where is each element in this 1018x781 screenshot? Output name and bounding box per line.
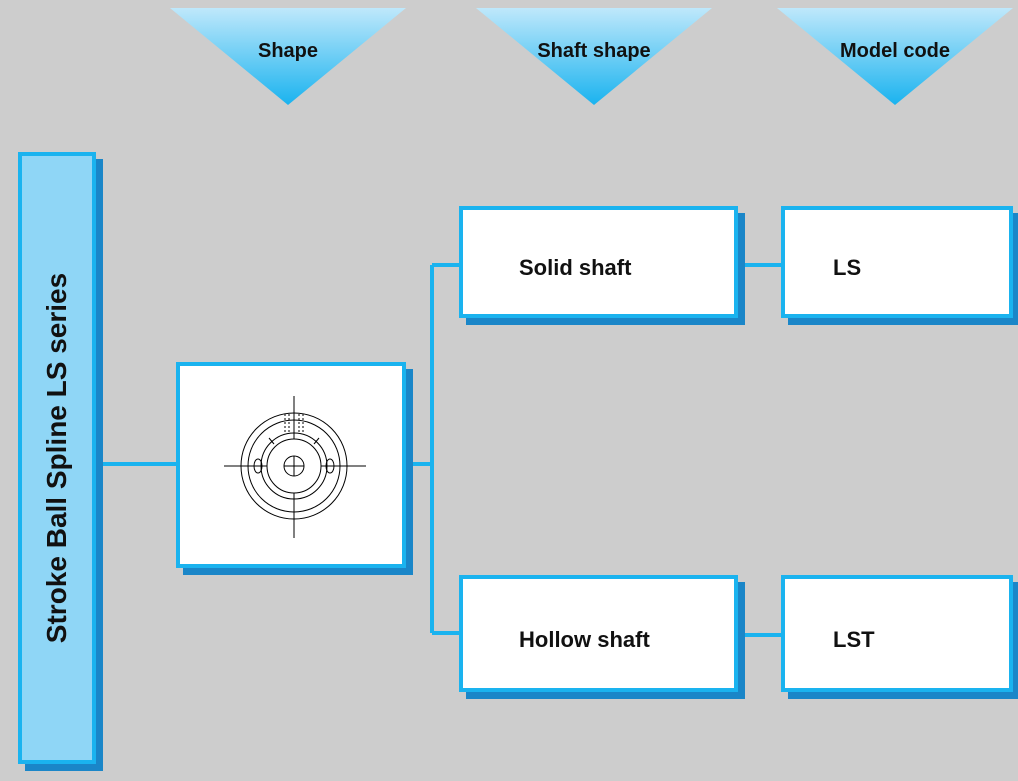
header-shaft-shape-triangle [476,8,712,105]
series-box: Stroke Ball Spline LS series [18,152,96,764]
shaft-option-hollow: Hollow shaft [459,575,738,692]
model-code-ls-label: LS [833,255,862,280]
model-code-lst: LST [781,575,1013,692]
header-shaft-shape: Shaft shape [476,8,712,108]
header-shaft-shape-label: Shaft shape [537,40,651,62]
model-code-ls: LS [781,206,1013,318]
shaft-option-solid-label: Solid shaft [519,255,632,280]
header-model-code-label: Model code [839,40,950,62]
header-model-code-triangle [777,8,1013,105]
header-model-code: Model code [777,8,1013,108]
series-title: Stroke Ball Spline LS series [41,272,72,644]
header-shape-label: Shape [257,40,319,62]
header-shape-triangle [170,8,406,105]
header-shape: Shape [170,8,406,108]
shaft-cross-section-icon [224,396,366,538]
shape-box [176,362,406,568]
shaft-option-hollow-label: Hollow shaft [519,627,650,652]
shaft-option-solid: Solid shaft [459,206,738,318]
model-code-lst-label: LST [833,627,875,652]
